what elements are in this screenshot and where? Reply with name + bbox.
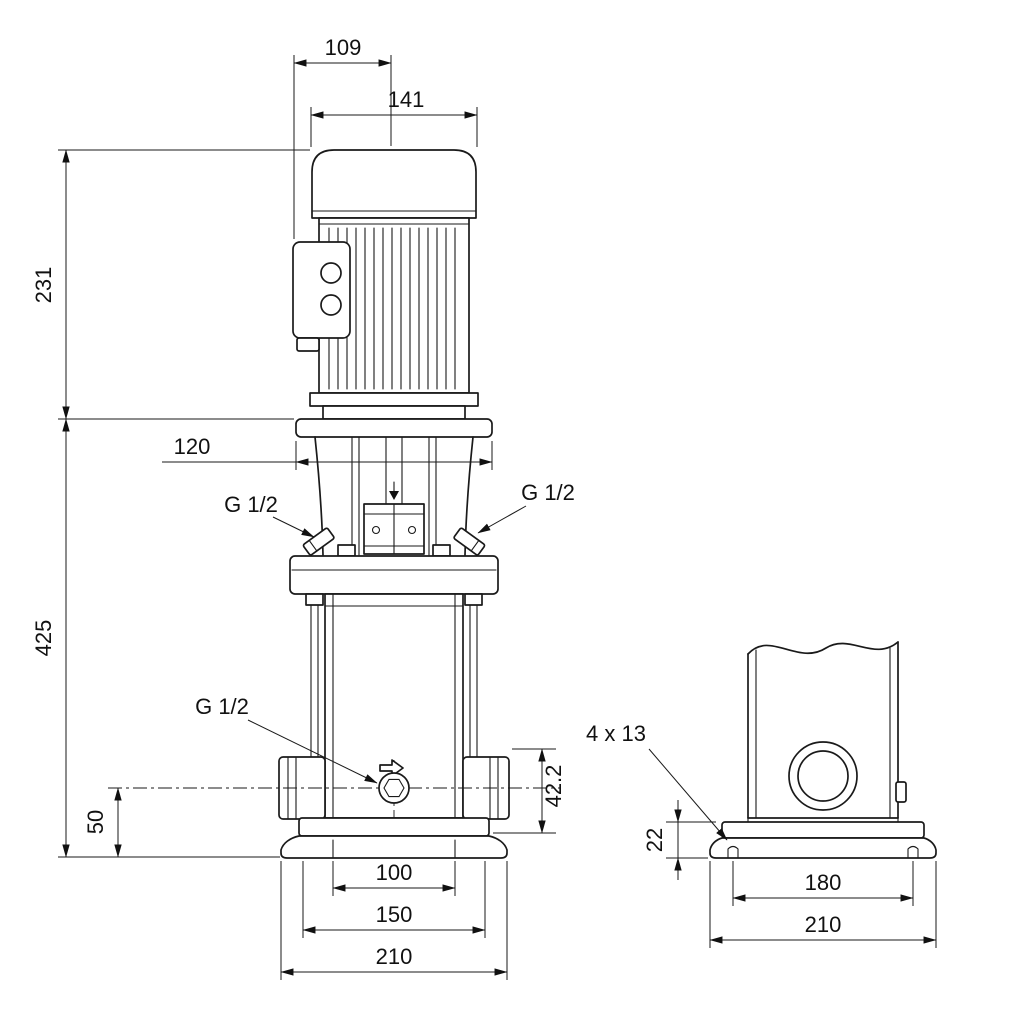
- base-side: [709, 817, 937, 859]
- vent-plug-right: [453, 527, 486, 556]
- break-line: [747, 641, 899, 655]
- dim-180: 180: [732, 861, 914, 906]
- drain-plug: [378, 772, 410, 804]
- motor-flange-upper: [309, 392, 479, 407]
- foot-slot: [907, 845, 919, 859]
- front-view: 109 141 231 425 120 G 1/2: [31, 35, 575, 980]
- dim-150: 150: [302, 861, 486, 938]
- dim-42-2-label: 42.2: [541, 765, 566, 808]
- dim-150-label: 150: [376, 902, 413, 927]
- dim-210-front: 210: [280, 861, 508, 980]
- dim-120: 120: [162, 434, 493, 470]
- nameplate-tab: [895, 781, 907, 803]
- dim-231: 231: [31, 149, 310, 420]
- pump-body: [108, 555, 560, 824]
- motor-flange-lower: [322, 405, 466, 420]
- flow-direction-arrow-icon: [379, 759, 404, 777]
- dim-425-label: 425: [31, 620, 56, 657]
- dim-109: 109: [293, 35, 392, 239]
- side-body: [747, 641, 907, 819]
- motor-stool-flange: [295, 418, 493, 438]
- dim-425: 425: [31, 418, 280, 858]
- cable-entry-boss: [296, 337, 320, 352]
- label-drain-plug: G 1/2: [195, 694, 378, 784]
- drain-plug-label: G 1/2: [195, 694, 249, 719]
- pump-head: [289, 555, 499, 595]
- fan-cover: [311, 149, 477, 219]
- terminal-box: [292, 241, 351, 339]
- dim-210-side-label: 210: [805, 912, 842, 937]
- dim-120-label: 120: [174, 434, 211, 459]
- dim-22-label: 22: [642, 828, 667, 852]
- dim-109-label: 109: [325, 35, 362, 60]
- bolt-holes-label: 4 x 13: [586, 721, 646, 746]
- base-front: [280, 817, 508, 859]
- pump-lantern: [295, 418, 493, 557]
- vent-plug-left: [302, 527, 335, 556]
- cable-entry-hole: [320, 294, 342, 316]
- plug-right-label: G 1/2: [521, 480, 575, 505]
- side-port-outer: [788, 741, 858, 811]
- dim-210-front-label: 210: [376, 944, 413, 969]
- dim-42-2: 42.2: [493, 748, 566, 834]
- plug-left-label: G 1/2: [224, 492, 278, 517]
- dim-100: 100: [332, 860, 456, 896]
- label-plug-left: G 1/2: [224, 492, 315, 538]
- dim-100-label: 100: [376, 860, 413, 885]
- label-plug-right: G 1/2: [477, 480, 575, 534]
- motor-outline: [292, 149, 479, 420]
- dim-210-side: 210: [709, 861, 937, 948]
- label-4x13: 4 x 13: [586, 721, 728, 841]
- dim-141: 141: [310, 87, 478, 147]
- foot-slot: [727, 845, 739, 859]
- dim-22: 22: [642, 800, 716, 880]
- dim-50-label: 50: [83, 810, 108, 834]
- dim-231-label: 231: [31, 267, 56, 304]
- cable-entry-hole: [320, 262, 342, 284]
- head-bolt: [432, 544, 451, 557]
- dim-141-label: 141: [388, 87, 425, 112]
- vent-arrow-icon: [389, 491, 399, 500]
- dim-50: 50: [83, 787, 122, 858]
- side-view: 4 x 13 22 180 210: [586, 641, 937, 948]
- motor-fins: [328, 227, 456, 390]
- side-port-bore: [797, 750, 849, 802]
- dim-180-label: 180: [805, 870, 842, 895]
- head-bolt: [337, 544, 356, 557]
